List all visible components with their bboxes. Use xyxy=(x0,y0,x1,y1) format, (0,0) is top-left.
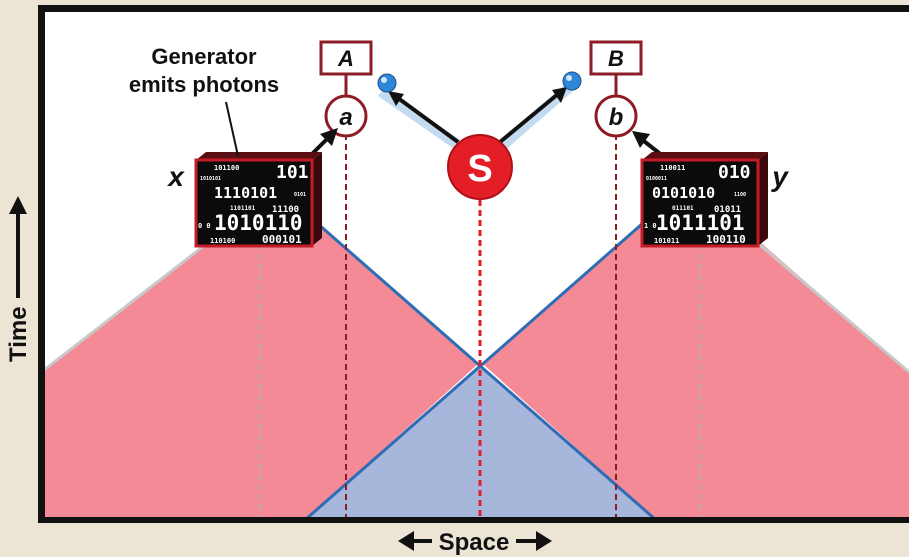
generator-y-bits-7: 1 0 xyxy=(644,222,657,230)
generator-label-x: x xyxy=(166,161,185,192)
generator-caption-line1: Generator xyxy=(151,44,257,69)
photon-right xyxy=(562,71,582,91)
space-axis-text: Space xyxy=(439,529,510,556)
frame-left xyxy=(38,5,45,523)
cone-line-y xyxy=(304,222,643,522)
time-axis-label: Time xyxy=(5,196,32,362)
generator-caption-pointer xyxy=(225,101,239,157)
setting-label-A: A xyxy=(337,46,354,71)
generator-x-top xyxy=(196,152,322,160)
generator-x-side xyxy=(312,152,322,246)
generator-y-bits-0: 110011 xyxy=(660,164,685,172)
detector-label-a: a xyxy=(339,104,352,131)
generator-y-bits-3: 0101010 xyxy=(652,184,715,202)
generator-x-bits-0: 101100 xyxy=(214,164,239,172)
source-circle xyxy=(447,134,513,200)
photon-left xyxy=(377,73,397,93)
generator-x-bits-6: 11100 xyxy=(272,205,299,215)
generator-x-bits-10: 000101 xyxy=(262,233,302,246)
generator-y-box: 110011 010 0100011 0101010 1100 011101 0… xyxy=(640,152,768,248)
past-light-cone-x xyxy=(44,222,478,520)
source-label: S xyxy=(467,148,492,190)
generator-x-bits-1: 101 xyxy=(276,162,309,183)
time-axis-text: Time xyxy=(5,306,32,362)
generator-y-bits-8: 1011101 xyxy=(656,211,745,235)
generator-x-bits-8: 1010110 xyxy=(214,211,303,235)
photon-left-highlight xyxy=(381,77,387,83)
photon-arrowhead-right xyxy=(552,87,567,103)
generator-y-bits-2: 0100011 xyxy=(646,176,667,182)
generator-caption-line2: emits photons xyxy=(129,72,279,97)
generator-y-bits-6: 01011 xyxy=(714,205,741,215)
photon-right-highlight xyxy=(566,75,572,81)
photon-trail-left xyxy=(378,88,478,160)
space-axis-arrowhead-right xyxy=(536,531,552,551)
generator-x-bits-3: 1110101 xyxy=(214,184,277,202)
generator-y-bits-1: 010 xyxy=(718,162,751,183)
space-axis-arrowhead-left xyxy=(398,531,414,551)
photon-arrow-right xyxy=(498,92,560,144)
detector-circle-a xyxy=(324,94,368,138)
photon-arrow-left xyxy=(396,96,460,144)
past-light-cone-y xyxy=(483,222,909,520)
generator-y-top xyxy=(642,152,768,160)
generator-y-bits-10: 100110 xyxy=(706,233,746,246)
generator-x-bits-2: 1010101 xyxy=(200,176,221,182)
generator-y-to-b-arrowhead xyxy=(632,131,650,148)
setting-box-B xyxy=(589,40,643,76)
generator-label-y: y xyxy=(770,161,789,192)
cone-line-x xyxy=(317,222,657,522)
space-axis-label: Space xyxy=(398,529,552,556)
setting-box-A xyxy=(319,40,373,76)
frame-top xyxy=(38,5,909,12)
generator-y-bits-5: 011101 xyxy=(672,205,694,212)
setting-label-B: B xyxy=(608,46,624,71)
generator-x-bits-7: 0 0 xyxy=(198,222,211,230)
generator-x-to-a-arrowhead xyxy=(320,128,338,146)
generator-x-bits-4: 0101 xyxy=(294,192,306,198)
generator-y-bits-9: 101011 xyxy=(654,237,679,245)
cone-edge-left xyxy=(43,243,206,372)
cone-edge-right xyxy=(759,243,909,374)
photon-arrowhead-left xyxy=(388,91,404,106)
frame-bottom xyxy=(38,517,909,523)
generator-x-bits-9: 110100 xyxy=(210,237,235,245)
generator-y-bits-4: 1100 xyxy=(734,192,746,198)
generator-y-side xyxy=(758,152,768,246)
generator-x-bits-5: 1101101 xyxy=(230,205,256,212)
generator-y-front xyxy=(640,158,760,248)
detector-circle-b xyxy=(594,94,638,138)
detector-label-b: b xyxy=(609,104,624,131)
generator-x-box: 101100 101 1010101 1110101 0101 1101101 … xyxy=(194,152,322,248)
generator-x-front xyxy=(194,158,314,248)
time-axis-arrowhead xyxy=(9,196,27,214)
